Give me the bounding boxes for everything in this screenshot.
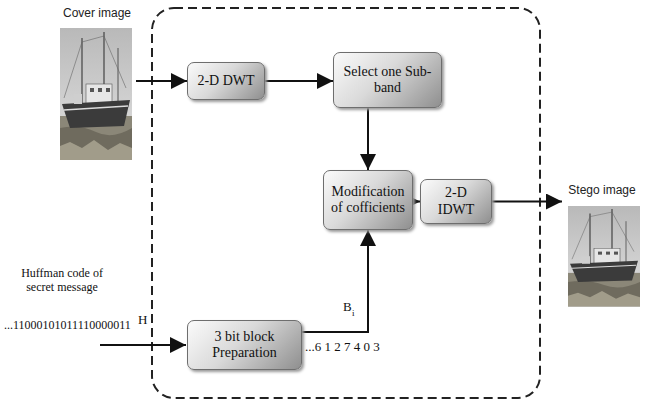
process-box: 2-D DWT bbox=[187, 62, 265, 100]
image-caption: Cover image bbox=[58, 6, 136, 20]
flow-arrow bbox=[265, 80, 333, 82]
flow-arrow bbox=[413, 201, 420, 203]
process-box: Select one Sub-band bbox=[333, 52, 442, 108]
stego-photo bbox=[568, 206, 640, 306]
box-label: 2-D DWT bbox=[197, 73, 254, 89]
system-boundary bbox=[152, 8, 540, 398]
cover-photo bbox=[60, 28, 132, 160]
signal-name: H bbox=[138, 312, 147, 328]
box-label: 3 bit block Preparation bbox=[193, 329, 296, 361]
box-label: Modification of cofficients bbox=[329, 184, 407, 216]
box-label: 2-D IDWT bbox=[426, 185, 486, 217]
process-box: Modification of cofficients bbox=[323, 170, 413, 230]
box-label: Select one Sub-band bbox=[339, 64, 436, 96]
subscript: i bbox=[352, 308, 355, 319]
input-caption: Huffman code of secret message bbox=[12, 266, 112, 295]
bit-string: ...11000101011110000011 bbox=[4, 318, 131, 332]
flow-arrow bbox=[367, 108, 369, 170]
flow-arrow bbox=[136, 80, 187, 82]
input-arrow bbox=[100, 344, 186, 346]
flow-arrow bbox=[302, 230, 368, 332]
process-box: 3 bit block Preparation bbox=[187, 320, 302, 370]
block-values: ...6 1 2 7 4 0 3 bbox=[305, 339, 380, 355]
image-caption: Stego image bbox=[562, 183, 642, 197]
image-node: Cover image bbox=[58, 6, 136, 162]
flow-arrow bbox=[492, 201, 562, 203]
process-box: 2-D IDWT bbox=[420, 179, 492, 224]
signal-name: B bbox=[343, 299, 352, 315]
image-node: Stego image bbox=[562, 183, 642, 308]
